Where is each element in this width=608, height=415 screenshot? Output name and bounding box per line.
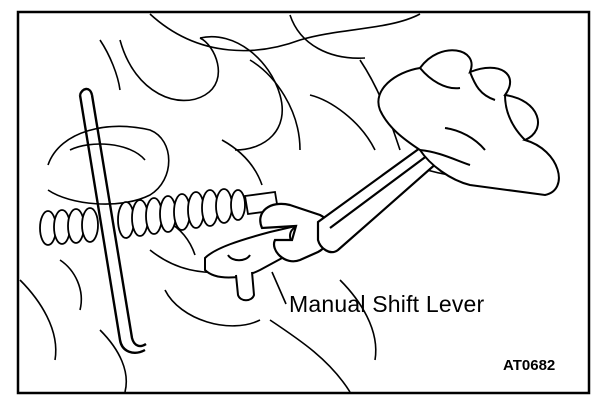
shift-cable-boot <box>39 188 280 246</box>
figure-border <box>16 10 591 395</box>
linkage-rod <box>78 87 147 354</box>
callout-leader <box>271 271 287 305</box>
wrench <box>259 144 443 263</box>
manual-shift-lever-label: Manual Shift Lever <box>289 291 485 317</box>
hand <box>377 49 560 197</box>
figure-code: AT0682 <box>503 357 556 374</box>
